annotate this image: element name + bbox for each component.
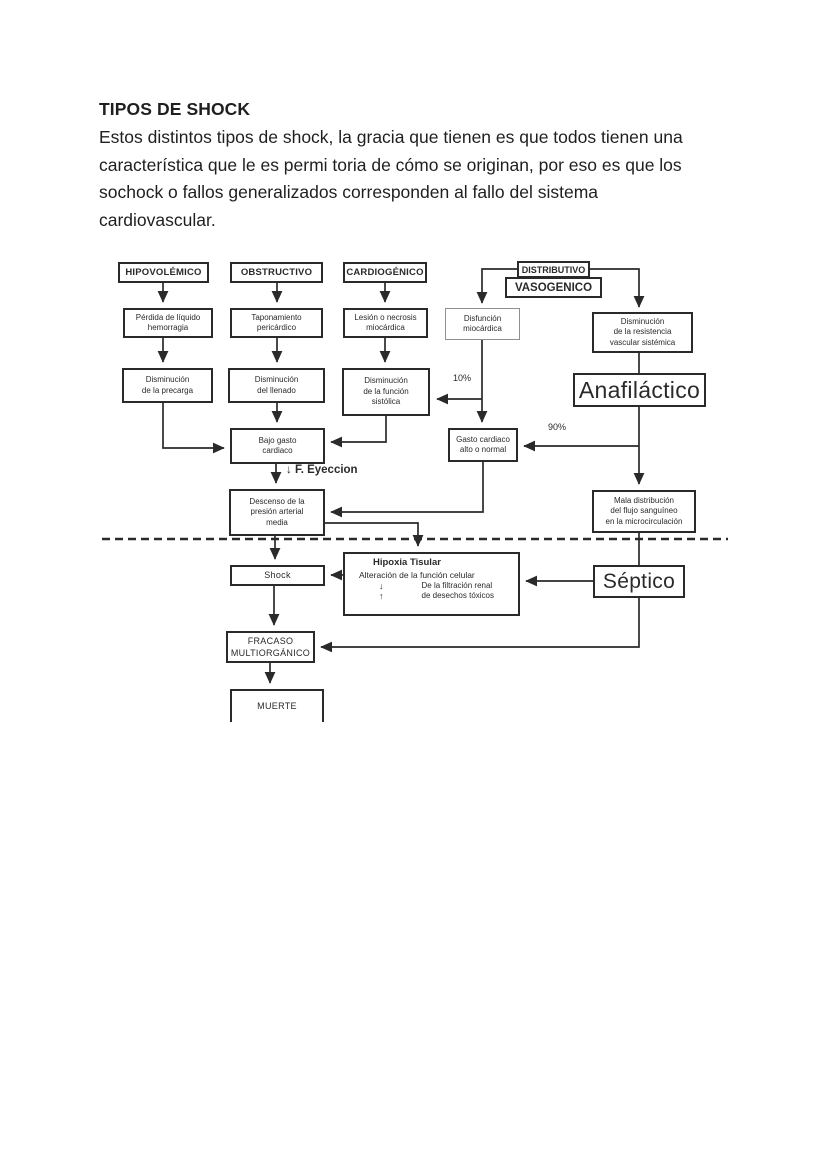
node-taponamiento-label: Taponamiento pericárdico (251, 312, 302, 332)
node-disminucion-funcion-sistolica-label: Disminución de la función sistólica (363, 376, 409, 407)
node-resistencia-vascular: Disminución de la resistencia vascular s… (592, 312, 693, 353)
node-gasto-cardiaco-alto: Gasto cardiaco alto o normal (448, 428, 518, 462)
flowchart-connectors (102, 268, 728, 684)
intro-paragraph: Estos distintos tipos de shock, la graci… (99, 124, 759, 234)
node-fracaso-multiorganico-label: FRACASO MULTIORGÁNICO (230, 635, 311, 658)
hipoxia-filtracion-row: ↓ ↑ De la filtración renal de desechos t… (353, 581, 512, 602)
node-hipovolemico: HIPOVOLÉMICO (118, 262, 209, 283)
label-f-eyeccion: ↓ F. Eyeccion (286, 464, 358, 476)
node-shock: Shock (230, 565, 325, 586)
node-obstructivo: OBSTRUCTIVO (230, 262, 323, 283)
hipoxia-title: Hipoxia Tisular (373, 557, 441, 568)
node-perdida-liquido: Pérdida de líquido hemorragia (123, 308, 213, 338)
node-disminucion-llenado-label: Disminución del llenado (254, 375, 299, 395)
paragraph-line: cardiovascular. (99, 209, 216, 230)
paragraph-line: sochock o fallos generalizados correspon… (99, 182, 599, 202)
node-disfuncion-miocardica: Disfunción miocárdica (445, 308, 520, 340)
node-disminucion-precarga: Disminución de la precarga (122, 368, 213, 403)
node-fracaso-multiorganico: FRACASO MULTIORGÁNICO (226, 631, 315, 663)
node-bajo-gasto-cardiaco: Bajo gasto cardiaco (230, 428, 325, 464)
node-septico: Séptico (593, 565, 685, 598)
node-anafilactico: Anafiláctico (573, 373, 706, 407)
node-vasogenico-label: VASOGENICO (514, 281, 593, 294)
node-cardiogenico: CARDIOGÉNICO (343, 262, 427, 283)
hipoxia-arrows: ↓ ↑ (379, 581, 384, 602)
down-arrow-icon: ↓ (379, 581, 384, 591)
node-cardiogenico-label: CARDIOGÉNICO (346, 267, 424, 278)
node-hipoxia-tisular: Hipoxia Tisular Alteración de la función… (343, 552, 520, 616)
node-mala-distribucion: Mala distribución del flujo sanguíneo en… (592, 490, 696, 533)
page-title: TIPOS DE SHOCK (99, 99, 251, 119)
node-descenso-presion: Descenso de la presión arterial media (229, 489, 325, 536)
node-disminucion-precarga-label: Disminución de la precarga (141, 375, 194, 395)
label-90-percent: 90% (548, 422, 567, 432)
hipoxia-filtracion-text: De la filtración renal de desechos tóxic… (421, 581, 495, 601)
node-anafilactico-label: Anafiláctico (578, 376, 701, 403)
node-septico-label: Séptico (602, 569, 676, 593)
node-disfuncion-miocardica-label: Disfunción miocárdica (463, 313, 502, 333)
node-obstructivo-label: OBSTRUCTIVO (240, 267, 313, 278)
node-bajo-gasto-cardiaco-label: Bajo gasto cardiaco (258, 435, 297, 455)
shock-flowchart: HIPOVOLÉMICO OBSTRUCTIVO CARDIOGÉNICO DI… (98, 252, 734, 722)
node-vasogenico: VASOGENICO (505, 277, 602, 298)
paragraph-line: característica que le es permi toria de … (99, 154, 682, 175)
node-taponamiento: Taponamiento pericárdico (230, 308, 323, 338)
node-perdida-liquido-label: Pérdida de líquido hemorragia (135, 312, 201, 332)
node-mala-distribucion-label: Mala distribución del flujo sanguíneo en… (605, 495, 683, 526)
up-arrow-icon: ↑ (379, 591, 384, 601)
label-10-percent: 10% (453, 373, 472, 383)
node-hipovolemico-label: HIPOVOLÉMICO (125, 267, 202, 278)
node-lesion-necrosis: Lesión o necrosis miocárdica (343, 308, 428, 338)
node-shock-label: Shock (264, 570, 291, 581)
node-disminucion-funcion-sistolica: Disminución de la función sistólica (342, 368, 430, 416)
node-descenso-presion-label: Descenso de la presión arterial media (249, 496, 305, 527)
node-muerte-label: MUERTE (257, 701, 297, 712)
node-lesion-necrosis-label: Lesión o necrosis miocárdica (354, 312, 417, 332)
paragraph-line: Estos distintos tipos de shock, la graci… (99, 127, 683, 147)
node-distributivo-label: DISTRIBUTIVO (521, 264, 586, 275)
node-disminucion-llenado: Disminución del llenado (228, 368, 325, 403)
node-distributivo: DISTRIBUTIVO (517, 261, 590, 278)
node-muerte: MUERTE (230, 689, 324, 722)
node-resistencia-vascular-label: Disminución de la resistencia vascular s… (609, 316, 676, 347)
hipoxia-alteracion: Alteración de la función celular (359, 570, 475, 580)
node-gasto-cardiaco-alto-label: Gasto cardiaco alto o normal (456, 434, 510, 454)
